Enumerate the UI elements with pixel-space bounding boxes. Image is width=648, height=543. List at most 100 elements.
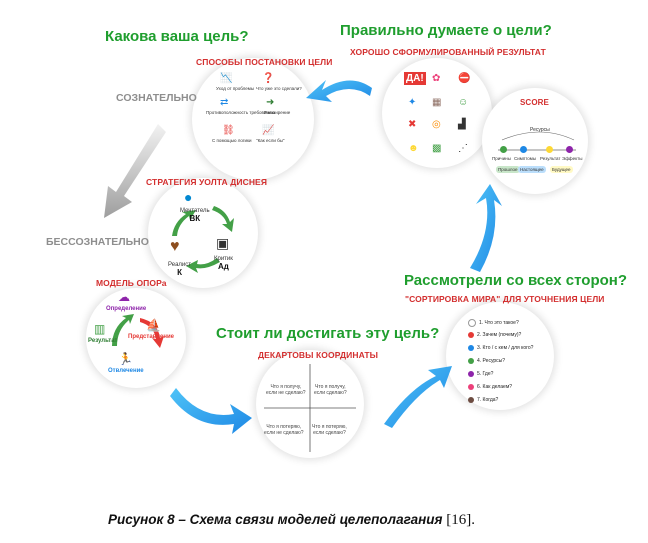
world-sort-item-2: 2. Зачем (почему)?: [468, 332, 521, 338]
stairs-icon: ▟: [458, 119, 466, 130]
heading-goal-question: Какова ваша цель?: [105, 28, 249, 45]
arrow-to-goal-methods: [306, 80, 372, 102]
disney-critic: Критик Ад: [214, 256, 233, 272]
goal-methods-title: СПОСОБЫ ПОСТАНОВКИ ЦЕЛИ: [196, 57, 333, 67]
world-sort-title: "СОРТИРОВКА МИРА" ДЛЯ УТОЧНЕНИЯ ЦЕЛИ: [405, 294, 605, 304]
critic-code: Ад: [218, 262, 229, 271]
well-formed-circle: [382, 58, 492, 168]
descartes-q3: Что я потеряю, если не сделаю?: [264, 424, 304, 436]
descartes-q2-line1: Что я получу,: [315, 384, 346, 390]
score-label-effects: Эффекты: [562, 156, 583, 161]
world-sort-dot-7: [468, 397, 474, 403]
figure-caption: Рисунок 8 – Схема связи моделей целепола…: [108, 512, 475, 529]
opora-representation: Представление: [128, 334, 174, 340]
opora-detachment: Отвлечение: [108, 368, 144, 374]
heading-think-right: Правильно думаете о цели?: [340, 22, 552, 39]
world-sort-item-7: 7. Когда?: [468, 397, 498, 403]
stop-icon: ⛔: [458, 73, 471, 84]
descartes-q3-line2: если не сделаю?: [264, 430, 304, 436]
descartes-q1: Что я получу, если не сделаю?: [266, 384, 306, 396]
goal-method-1: Уход от проблемы: [216, 86, 255, 91]
representation-icon: ⛵: [146, 318, 161, 332]
puzzle-icon: ✦: [408, 97, 417, 108]
disney-realist: Реалист К: [168, 262, 191, 278]
world-sort-dot-2: [468, 332, 474, 338]
descartes-q2-line2: если сделаю?: [314, 390, 347, 396]
score-tag-future: Будущее: [550, 166, 573, 173]
world-sort-label-1: 1. Что это такое?: [479, 320, 519, 326]
logic-tree-icon: ⛓: [222, 125, 235, 136]
goal-method-3: Противоположность требованию: [206, 110, 275, 115]
goal-method-5: С помощью логики: [212, 138, 252, 143]
boxes-icon: ▦: [432, 97, 442, 108]
detachment-icon: 🏃: [118, 352, 133, 366]
map-icon: ▩: [432, 143, 442, 154]
critic-chat-icon: ▣: [216, 235, 230, 251]
world-sort-label-7: 7. Когда?: [477, 397, 499, 403]
disney-arrow-top: [212, 206, 234, 232]
world-sort-item-5: 5. Где?: [468, 371, 493, 377]
caption-ref: [16].: [446, 512, 475, 528]
expand-icon: ➜: [266, 97, 275, 108]
score-resource-arc: [501, 131, 575, 141]
score-tag-present: Настоящее: [518, 166, 546, 173]
world-sort-label-4: 4. Ресурсы?: [477, 358, 506, 364]
descartes-q2: Что я получу, если сделаю?: [314, 384, 347, 396]
people-icon: ☻: [408, 143, 419, 154]
heading-worth-achieving: Стоит ли достигать эту цель?: [216, 325, 440, 342]
score-tag-past: Прошлое: [496, 166, 520, 173]
opora-circle: [86, 288, 186, 388]
dreamer-label: Мечтатель: [180, 208, 210, 214]
world-sort-dot-4: [468, 358, 474, 364]
realist-heart-icon: ♥: [170, 238, 180, 255]
descartes-title: ДЕКАРТОВЫ КООРДИНАТЫ: [258, 350, 379, 360]
score-label-causes: Причины: [492, 156, 511, 161]
descartes-q4: Что я потеряю, если сделаю?: [312, 424, 347, 436]
score-label-result: Результат: [540, 156, 561, 161]
opora-result: Результат: [88, 338, 118, 344]
steps-icon: ⋰: [458, 143, 468, 154]
score-node-result: [546, 146, 553, 153]
world-sort-label-6: 6. Как делаем?: [477, 384, 513, 390]
cross-icon: ✖: [408, 119, 417, 130]
dreamer-code: ВК: [189, 214, 201, 223]
world-sort-dot-1: [468, 319, 476, 327]
realist-label: Реалист: [168, 262, 192, 268]
definition-icon: ☁: [118, 290, 130, 304]
disney-dreamer: Мечтатель ВК: [180, 208, 210, 224]
question-icon: ❓: [262, 73, 275, 84]
descartes-q4-line1: Что я потеряю,: [312, 424, 347, 430]
disney-circle: [148, 178, 258, 288]
world-sort-item-6: 6. Как делаем?: [468, 384, 512, 390]
world-sort-label-2: 2. Зачем (почему)?: [477, 332, 522, 338]
descartes-q4-line2: если сделаю?: [313, 430, 346, 436]
score-circle: [482, 88, 588, 194]
arrow-up-right: [470, 184, 502, 272]
world-sort-item-1: 1. Что это такое?: [468, 319, 519, 327]
world-sort-dot-3: [468, 345, 474, 351]
heading-looked-all-sides: Рассмотрели со всех сторон?: [404, 272, 628, 289]
score-title: SCORE: [520, 98, 549, 107]
world-sort-dot-6: [468, 384, 474, 390]
chart-up-icon: 📈: [262, 125, 275, 136]
world-sort-circle: [446, 302, 554, 410]
score-label-symptoms: Симптомы: [514, 156, 537, 161]
goal-method-2: Что уже это сделали?: [256, 86, 302, 91]
score-node-effects: [566, 146, 573, 153]
disney-title: СТРАТЕГИЯ УОЛТА ДИСНЕЯ: [146, 177, 268, 187]
opora-arrow-left: [112, 314, 134, 346]
world-sort-item-3: 3. Кто / с кем / для кого?: [468, 345, 533, 351]
dreamer-icon: ●: [184, 189, 193, 205]
opora-title: МОДЕЛЬ ОПОРа: [96, 278, 167, 288]
brain-icon: ✿: [432, 73, 441, 84]
arrow-conscious-unconscious: [104, 124, 166, 218]
yes-badge: ДА!: [404, 72, 426, 85]
world-sort-item-4: 4. Ресурсы?: [468, 358, 505, 364]
descartes-q3-line1: Что я потеряю,: [266, 424, 302, 430]
label-conscious: СОЗНАТЕЛЬНО: [116, 92, 197, 104]
disney-arrow-left: [172, 210, 196, 236]
goal-methods-circle: [192, 58, 314, 180]
arrow-to-descartes: [170, 388, 252, 434]
disney-arrow-right: [186, 258, 220, 273]
